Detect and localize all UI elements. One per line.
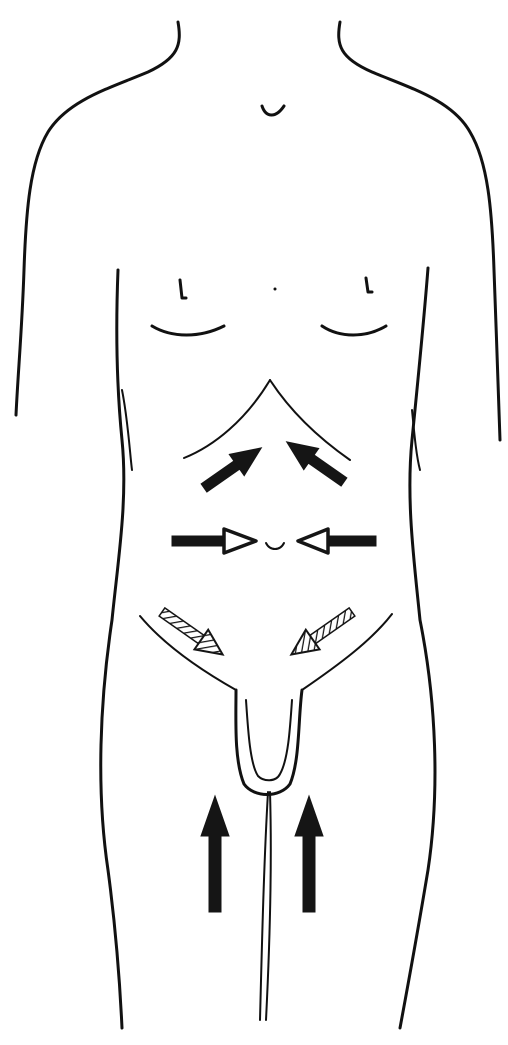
arm-inner-edges bbox=[122, 390, 420, 470]
lower-left-arrow bbox=[155, 602, 229, 664]
neck-shoulders-outline bbox=[16, 22, 500, 440]
mid-left-arrow bbox=[172, 529, 256, 553]
sternum-mark bbox=[274, 288, 277, 291]
jugular-notch bbox=[262, 106, 284, 115]
right-inguinal-line bbox=[302, 614, 392, 690]
thigh-arrows bbox=[201, 796, 323, 912]
left-nipple bbox=[180, 280, 186, 298]
upper-right-arrow bbox=[279, 431, 351, 492]
chest bbox=[152, 278, 386, 335]
upper-abdomen-arrows bbox=[197, 431, 352, 498]
right-thigh-arrow bbox=[295, 796, 323, 912]
right-nipple bbox=[366, 278, 372, 292]
left-costal-margin bbox=[184, 380, 270, 458]
lower-right-arrow bbox=[284, 602, 358, 664]
inner-thighs bbox=[260, 792, 271, 1020]
right-torso-side bbox=[400, 268, 435, 1028]
costal-margins bbox=[184, 380, 350, 460]
left-thigh-arrow bbox=[201, 796, 229, 912]
right-pectoral-line bbox=[322, 326, 386, 335]
navel bbox=[266, 543, 284, 549]
left-neck-shoulder-line bbox=[16, 22, 179, 415]
left-pectoral-line bbox=[152, 326, 224, 335]
genital-inner-outline bbox=[246, 700, 292, 780]
lower-abdomen-arrows bbox=[155, 602, 359, 664]
left-torso-side bbox=[101, 270, 124, 1028]
mid-right-arrow bbox=[298, 529, 376, 553]
